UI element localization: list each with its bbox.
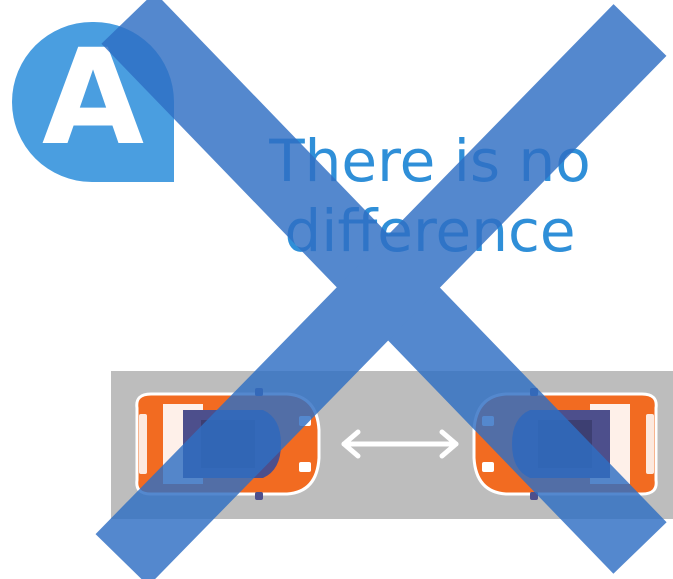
- cross-mark-icon: [122, 18, 640, 560]
- double-arrow-icon: [344, 432, 456, 456]
